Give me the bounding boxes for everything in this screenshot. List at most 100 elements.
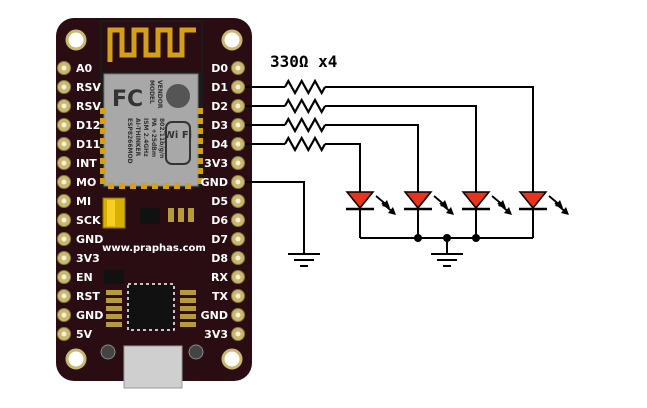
pin-hole-icon xyxy=(235,179,241,185)
left-pin-label: RST xyxy=(76,290,100,303)
module-pin xyxy=(100,158,106,164)
module-pin xyxy=(100,148,106,154)
left-pin-label: 3V3 xyxy=(76,252,100,265)
mounting-hole-icon xyxy=(221,348,243,370)
right-pin-label: D4 xyxy=(211,138,228,151)
pin-hole-icon xyxy=(235,331,241,337)
led-icon xyxy=(518,191,569,215)
module-pin xyxy=(100,138,106,144)
pin-hole-icon xyxy=(61,65,67,71)
left-pin-label: GND xyxy=(76,309,103,322)
module-pin xyxy=(100,168,106,174)
antenna-trace-icon xyxy=(107,27,196,62)
module-pin xyxy=(119,183,125,189)
module-pin xyxy=(197,108,203,114)
pin-hole-icon xyxy=(235,293,241,299)
left-pin-label: RSV xyxy=(76,81,101,94)
led-circuit: 330Ω x4 xyxy=(245,52,569,267)
chip-pad xyxy=(106,306,122,311)
left-pin-label: GND xyxy=(76,233,103,246)
pin-hole-icon xyxy=(61,274,67,280)
module-label: AI-THINKER xyxy=(134,118,141,157)
right-pin-label: D1 xyxy=(211,81,228,94)
pin-hole-icon xyxy=(235,236,241,242)
pin-hole-icon xyxy=(235,103,241,109)
left-pin-label: MO xyxy=(76,176,96,189)
fcc-logo: FC xyxy=(112,87,143,112)
module-pin xyxy=(100,178,106,184)
module-pin xyxy=(174,183,180,189)
module-pin xyxy=(100,108,106,114)
reset-button xyxy=(100,344,116,360)
right-pin-label: D6 xyxy=(211,214,228,227)
pin-hole-icon xyxy=(61,141,67,147)
chip-pad xyxy=(180,314,196,319)
wifi-logo-text: Wi Fi xyxy=(164,130,192,141)
wire xyxy=(245,181,305,254)
pin-hole-icon xyxy=(61,122,67,128)
resistor-label: 330Ω x4 xyxy=(270,52,337,71)
module-label: ESP8266MOD xyxy=(126,118,133,164)
wire xyxy=(325,86,534,192)
usb-connector xyxy=(123,345,183,389)
pin-hole-icon xyxy=(235,198,241,204)
led-icon xyxy=(461,191,512,215)
ground-icon xyxy=(431,253,463,267)
module-pin xyxy=(197,128,203,134)
right-pin-label: 3V3 xyxy=(204,328,228,341)
right-pin-label: D0 xyxy=(211,62,228,75)
module-pin xyxy=(141,183,147,189)
chip-pad xyxy=(180,306,196,311)
module-pin xyxy=(100,118,106,124)
module-label: MODEL xyxy=(148,80,155,104)
module-pin xyxy=(197,178,203,184)
left-pin-label: 5V xyxy=(76,328,93,341)
left-pin-label: MI xyxy=(76,195,91,208)
chip-pad xyxy=(180,322,196,327)
module-label: VENDOR xyxy=(156,80,163,109)
pin-hole-icon xyxy=(61,217,67,223)
right-pin-label: D7 xyxy=(211,233,228,246)
pin-hole-icon xyxy=(61,84,67,90)
right-pin-label: GND xyxy=(201,176,228,189)
transistor xyxy=(140,208,160,224)
pin-hole-icon xyxy=(61,198,67,204)
led-icon xyxy=(403,191,454,215)
mounting-hole-icon xyxy=(221,29,243,51)
module-pin xyxy=(197,148,203,154)
chip-pad xyxy=(106,322,122,327)
module-pin xyxy=(185,183,191,189)
pin-hole-icon xyxy=(61,236,67,242)
smd-resistors xyxy=(168,208,194,222)
vendor-logo-icon xyxy=(166,84,190,108)
module-pin xyxy=(197,168,203,174)
flash-button xyxy=(188,344,204,360)
pin-hole-icon xyxy=(61,179,67,185)
module-label: ISM 2.4GHz xyxy=(142,118,149,157)
module-pin xyxy=(152,183,158,189)
chip-pad xyxy=(180,290,196,295)
right-pin-label: D3 xyxy=(211,119,228,132)
right-pin-label: D8 xyxy=(211,252,228,265)
junction-dot xyxy=(414,234,422,242)
wifi-logo-icon xyxy=(165,121,191,165)
pin-hole-icon xyxy=(235,141,241,147)
resistors xyxy=(284,78,326,153)
pin-hole-icon xyxy=(235,274,241,280)
pin-hole-icon xyxy=(61,293,67,299)
resistor-icon xyxy=(284,135,326,153)
left-pin-label: INT xyxy=(76,157,97,170)
junction-dot xyxy=(472,234,480,242)
wire xyxy=(325,124,419,192)
left-pin-label: SCK xyxy=(76,214,101,227)
mounting-hole-icon xyxy=(65,29,87,51)
module-pin xyxy=(197,158,203,164)
usb-chip xyxy=(127,283,175,331)
pin-hole-icon xyxy=(235,312,241,318)
left-pin-label: A0 xyxy=(76,62,93,75)
ground-symbols xyxy=(288,253,463,267)
